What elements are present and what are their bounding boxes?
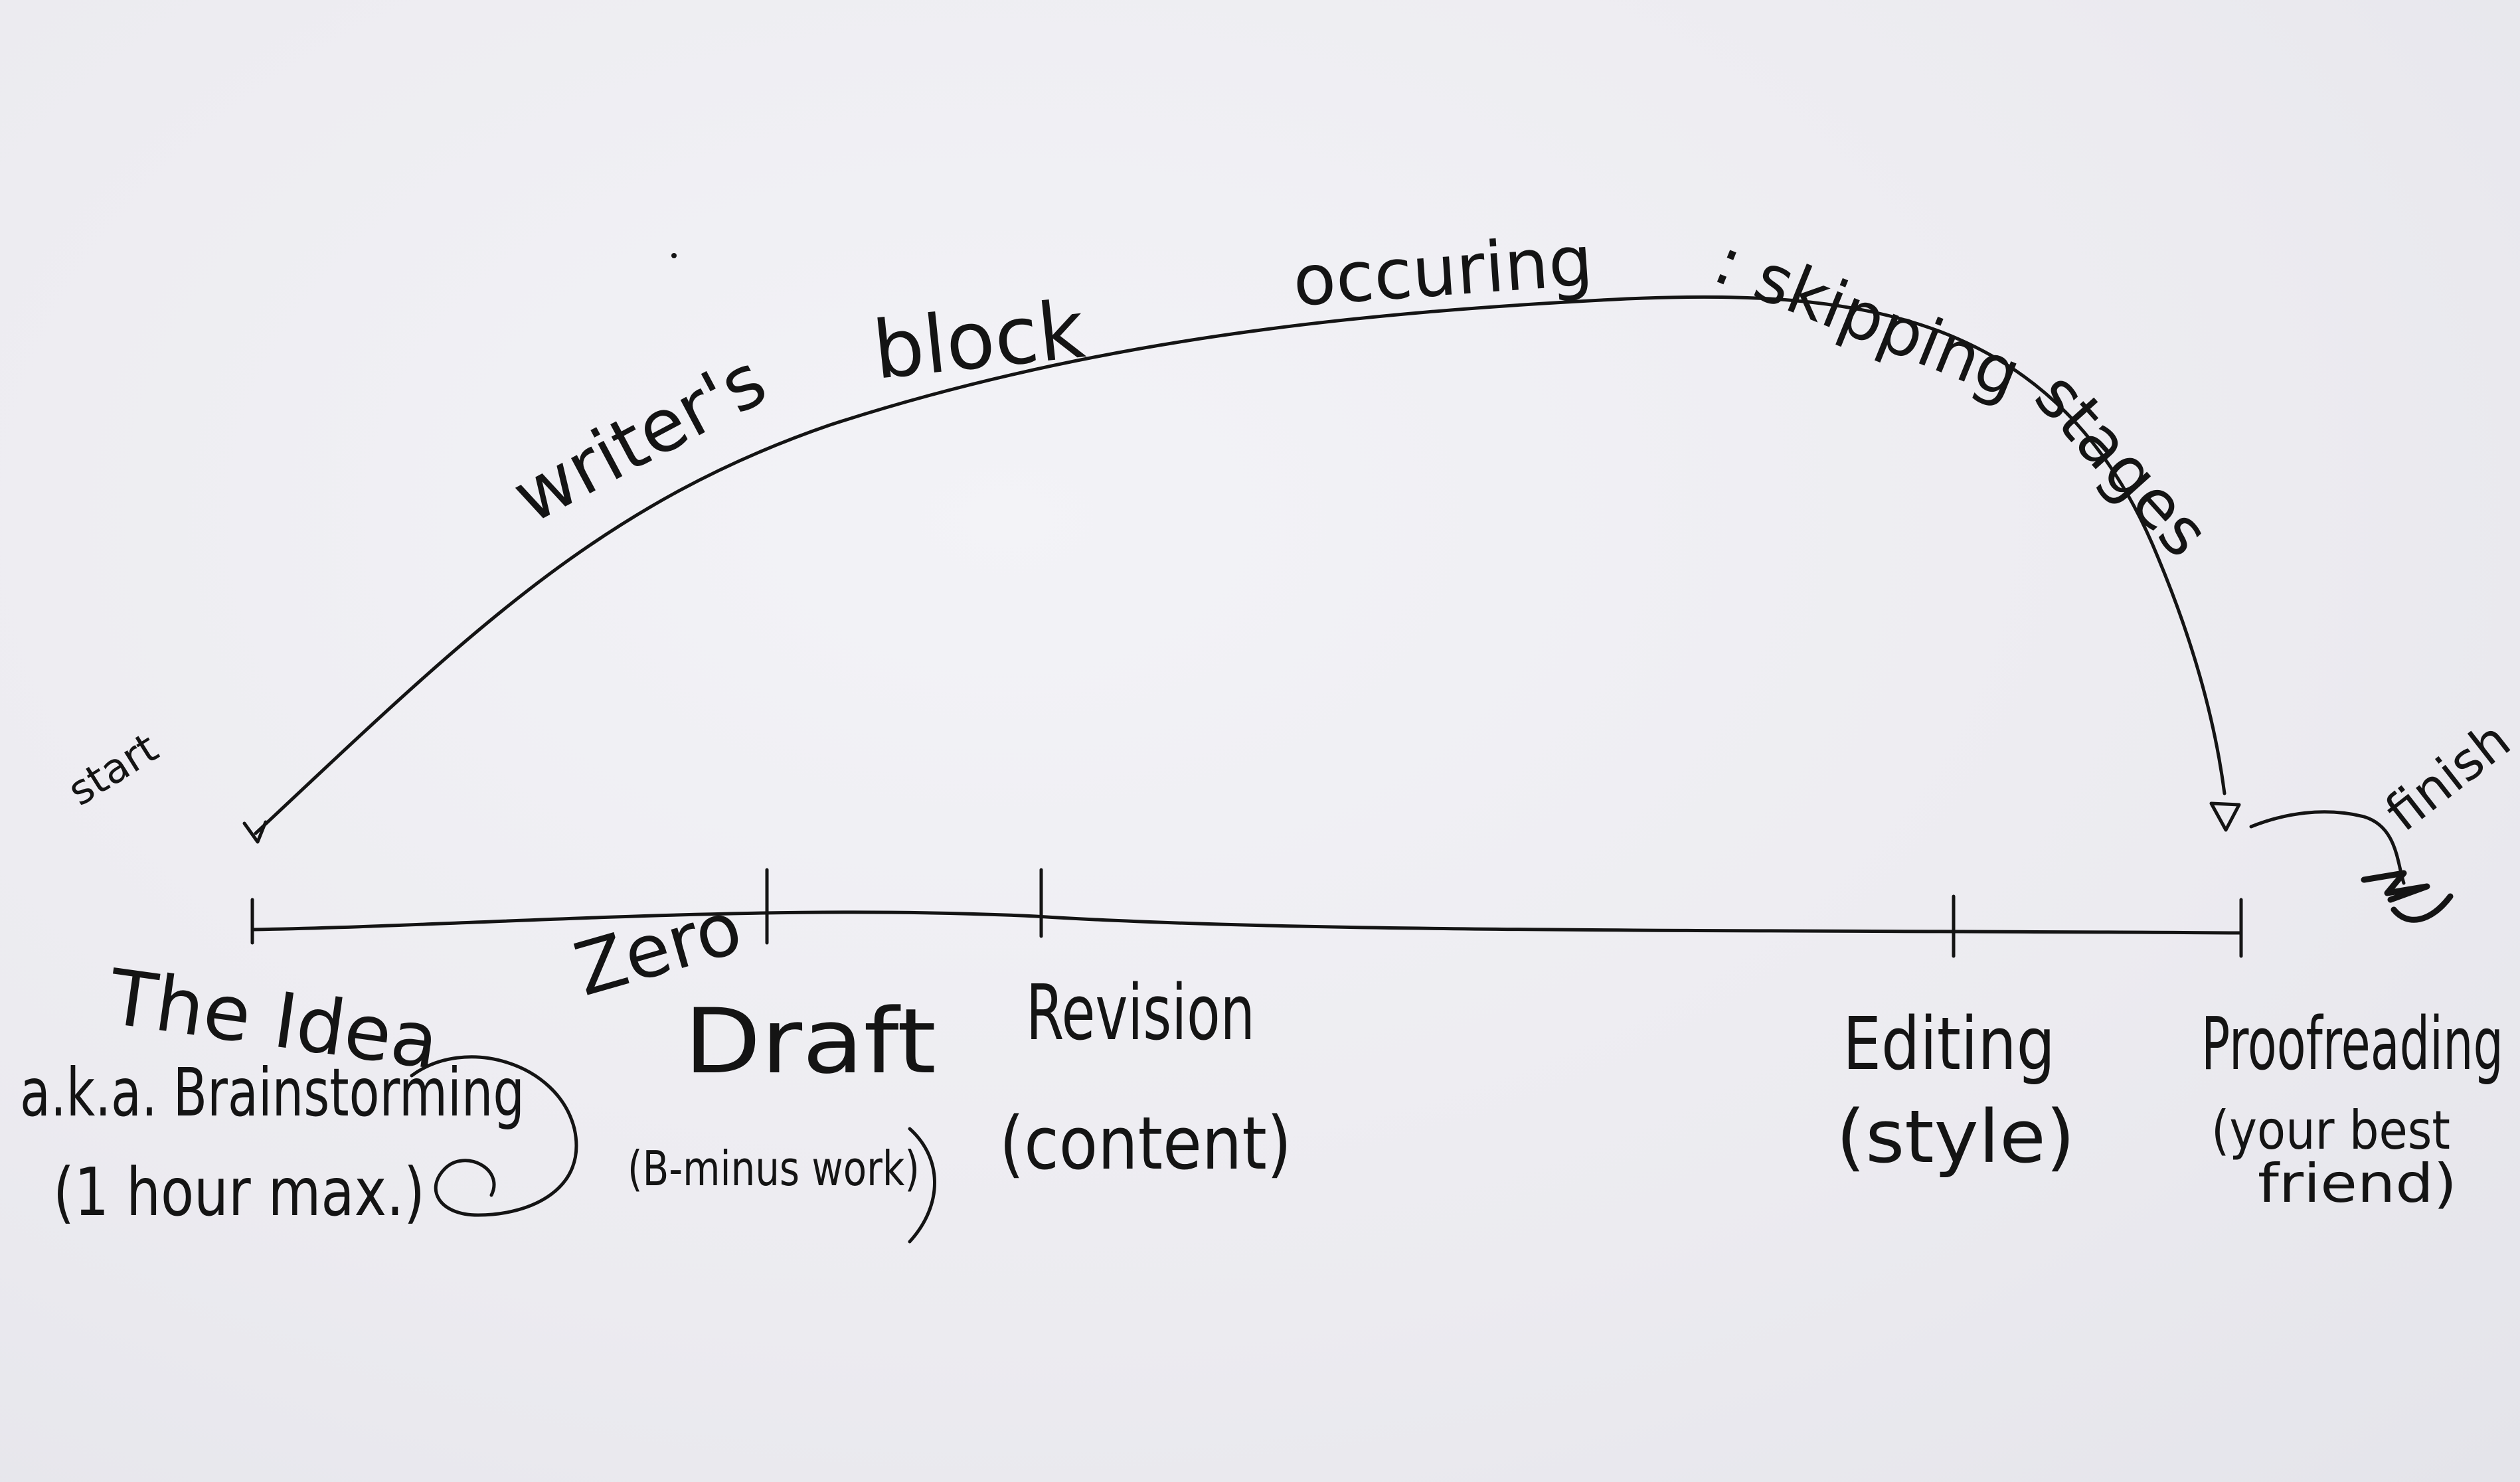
stage-proofreading-title: Proofreading xyxy=(2201,1001,2503,1086)
draft-closing-paren xyxy=(908,1127,936,1244)
ink-dot xyxy=(671,253,677,258)
finish-squiggle xyxy=(2249,810,2406,885)
stage-revision-title: Revision xyxy=(1026,969,1255,1058)
arc-label-stages: stages xyxy=(2020,357,2225,572)
finish-label: finish xyxy=(2375,710,2520,843)
start-label: start xyxy=(59,723,166,815)
stage-proofreading-note-1: (your best xyxy=(2211,1100,2450,1161)
stage-proofreading-note-2: friend) xyxy=(2258,1153,2457,1214)
stage-idea-limit: (1 hour max.) xyxy=(53,1153,425,1231)
stage-idea-aka: a.k.a. Brainstorming xyxy=(20,1054,525,1131)
arc-label-block: block xyxy=(869,284,1090,398)
writers-block-arc xyxy=(254,295,2226,835)
arc-label-skipping: : skipping xyxy=(1704,222,2031,414)
finish-arrowhead xyxy=(2209,801,2241,832)
timeline-line xyxy=(250,910,2243,935)
stage-editing-note: (style) xyxy=(1836,1094,2075,1179)
brainstorm-loop xyxy=(410,1055,578,1217)
scribble-arrow-icon xyxy=(2361,870,2454,923)
stage-draft-title: Draft xyxy=(684,989,936,1094)
stage-draft-note: (B-minus work) xyxy=(628,1141,920,1196)
stage-editing-title: Editing xyxy=(1843,1001,2055,1086)
start-arrowhead xyxy=(242,820,268,844)
stage-revision-note: (content) xyxy=(999,1101,1292,1186)
arc-label-writers: writer's xyxy=(499,337,780,540)
arc-label-occuring: occuring xyxy=(1290,220,1595,322)
